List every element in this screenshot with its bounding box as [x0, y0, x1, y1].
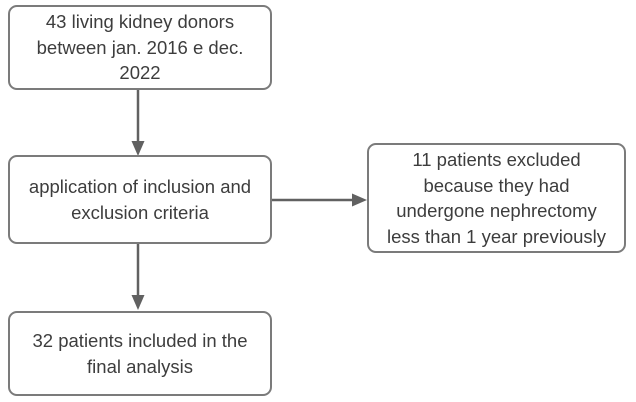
flow-box-excluded: 11 patients excluded because they had un… [367, 143, 626, 253]
flow-box-included-line-1: 32 patients included in the [32, 330, 248, 351]
flow-box-included: 32 patients included in the final analys… [8, 311, 272, 396]
flow-box-donors-line-1: 43 living kidney donors [45, 11, 235, 33]
arrow-criteria-to-excluded [271, 193, 367, 207]
flow-box-donors-line-3: 2022 [119, 62, 161, 84]
arrow-criteria-to-included [131, 243, 145, 310]
flow-box-donors: 43 living kidney donors between jan. 201… [8, 5, 272, 90]
flow-box-criteria-line-2: exclusion criteria [71, 201, 209, 223]
flow-box-criteria-line-1: application of inclusion and [28, 176, 252, 197]
flow-box-excluded-line-4: less than 1 year previously [386, 225, 607, 247]
arrow-down-head-2 [131, 295, 145, 310]
flow-box-excluded-line-2: because they had [423, 174, 570, 196]
flow-box-included-line-2: final analysis [87, 355, 193, 377]
flow-box-criteria: application of inclusion and exclusion c… [8, 155, 272, 244]
arrow-donors-to-criteria [131, 89, 145, 156]
arrow-down-head-1 [131, 141, 145, 156]
flow-box-donors-line-2: between jan. 2016 e dec. [36, 36, 244, 58]
arrow-right-head [352, 193, 367, 207]
flow-box-excluded-line-1: 11 patients excluded [412, 149, 581, 170]
flow-box-excluded-line-3: undergone nephrectomy [396, 200, 597, 221]
